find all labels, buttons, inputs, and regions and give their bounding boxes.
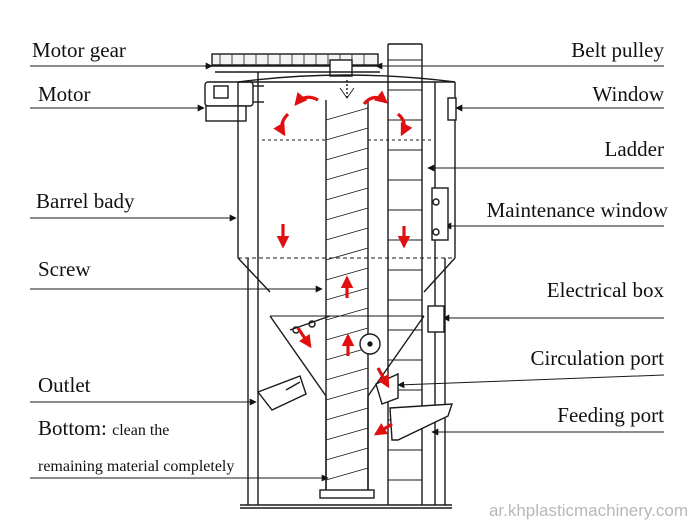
label-circulation-port: Circulation port <box>530 346 664 370</box>
label-belt-pulley: Belt pulley <box>571 38 664 62</box>
barrel-body <box>237 82 456 505</box>
watermark: ar.khplasticmachinery.com <box>488 501 688 520</box>
circulation-port-part <box>375 372 399 405</box>
label-screw: Screw <box>38 257 91 281</box>
outlet-part <box>256 375 307 411</box>
maintenance-window-part <box>431 187 449 241</box>
label-outlet: Outlet <box>38 373 91 397</box>
frame-legs <box>240 258 452 509</box>
pulley-housing <box>329 59 353 77</box>
motor-body <box>204 81 254 107</box>
machine <box>204 43 457 509</box>
label-electrical-box: Electrical box <box>546 278 664 302</box>
label-bottom-title: Bottom: <box>38 416 107 440</box>
top-rail <box>211 53 379 66</box>
leader-circulation-port <box>397 374 665 389</box>
electrical-box-part <box>427 305 445 333</box>
bottom-tube <box>319 396 375 499</box>
label-ladder: Ladder <box>604 137 664 161</box>
label-maintenance-window: Maintenance window <box>486 198 668 222</box>
label-motor-gear: Motor gear <box>32 38 126 62</box>
window-part <box>447 97 457 121</box>
label-feeding-port: Feeding port <box>557 403 664 427</box>
barrel-lid <box>237 74 456 83</box>
feeding-port-part <box>389 403 453 441</box>
flow-arrows <box>273 90 413 436</box>
leader-lines <box>30 62 665 482</box>
label-bottom-line1: clean the <box>112 422 170 439</box>
label-motor: Motor <box>38 82 91 106</box>
label-barrel-body: Barrel bady <box>36 189 135 213</box>
label-window: Window <box>592 82 664 106</box>
label-bottom-line2: remaining material completely <box>38 458 235 475</box>
label-bottom: Bottom: clean the <box>38 418 169 439</box>
